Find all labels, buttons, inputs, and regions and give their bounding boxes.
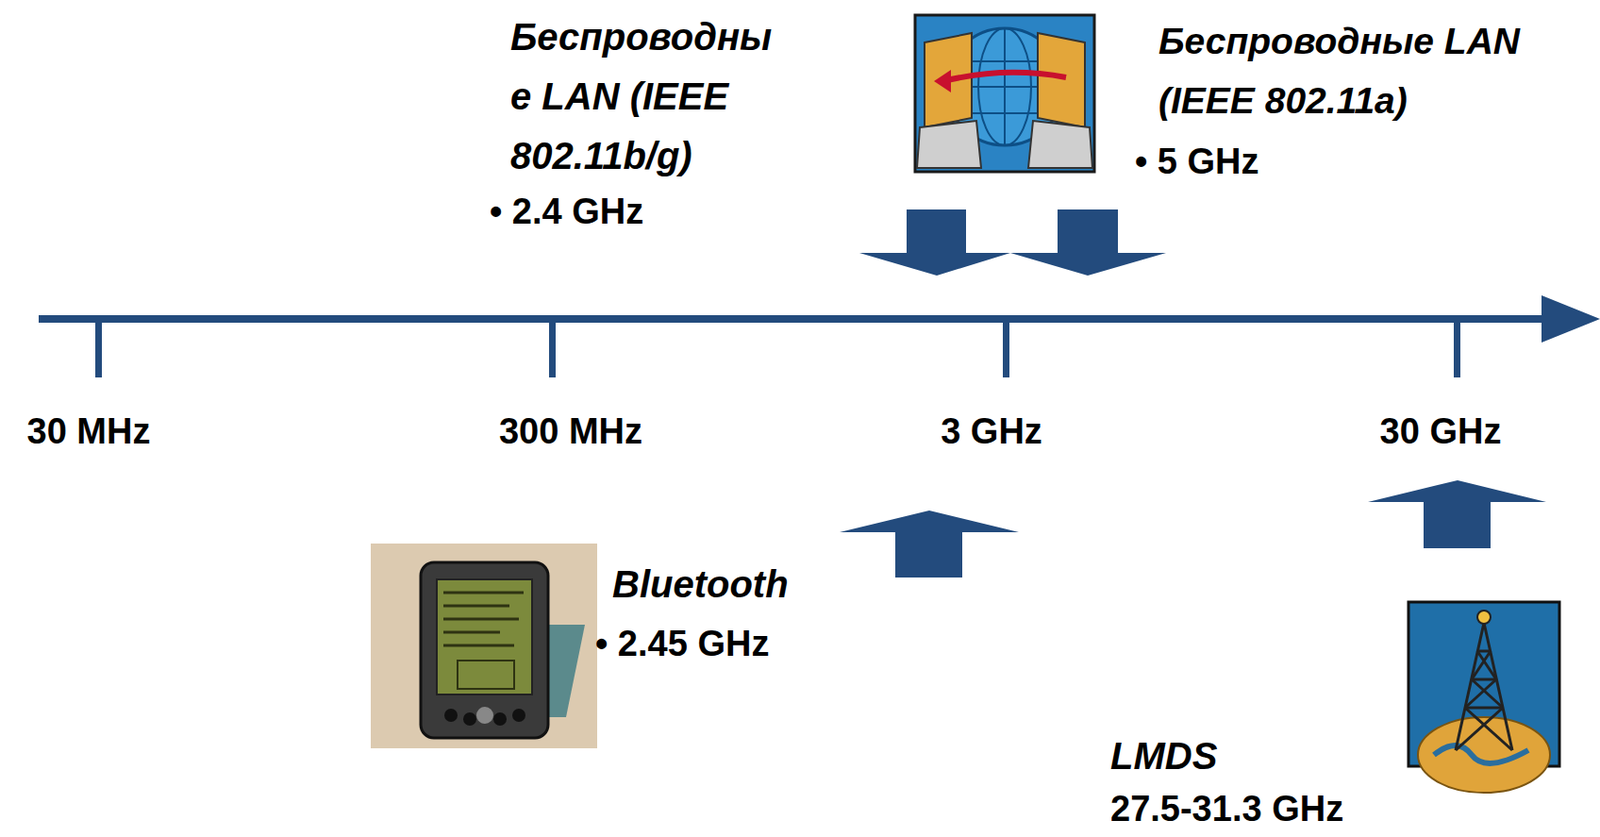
pointer-arrow xyxy=(839,510,1019,578)
lmds-tower-icon xyxy=(1408,601,1560,793)
standard-name: LMDS xyxy=(1110,733,1217,778)
pointer-arrow xyxy=(859,209,1011,276)
tick-label: 300 MHz xyxy=(499,411,643,453)
axis-arrowhead xyxy=(1541,295,1600,343)
wlan-icon xyxy=(915,15,1095,172)
frequency-value: 27.5-31.3 GHz xyxy=(1110,788,1344,831)
frequency-value: • 5 GHz xyxy=(1134,141,1260,184)
bluetooth-pda-icon xyxy=(370,543,598,749)
frequency-value: • 2.4 GHz xyxy=(489,191,644,234)
tick-label: 30 GHz xyxy=(1380,411,1502,453)
standard-name: Bluetooth xyxy=(612,562,789,606)
tick-label: 3 GHz xyxy=(940,411,1043,453)
pointer-arrow xyxy=(1367,480,1547,549)
standard-name: Беспроводны е LAN (IEEE 802.11b/g) xyxy=(510,7,794,186)
frequency-value: • 2.45 GHz xyxy=(595,623,769,666)
axis-ticks xyxy=(95,318,1461,378)
tick-label: 30 MHz xyxy=(27,411,151,453)
frequency-axis xyxy=(38,315,1549,323)
standard-name: Беспроводные LAN (IEEE 802.11a) xyxy=(1158,11,1588,131)
pointer-arrow xyxy=(1010,209,1167,276)
